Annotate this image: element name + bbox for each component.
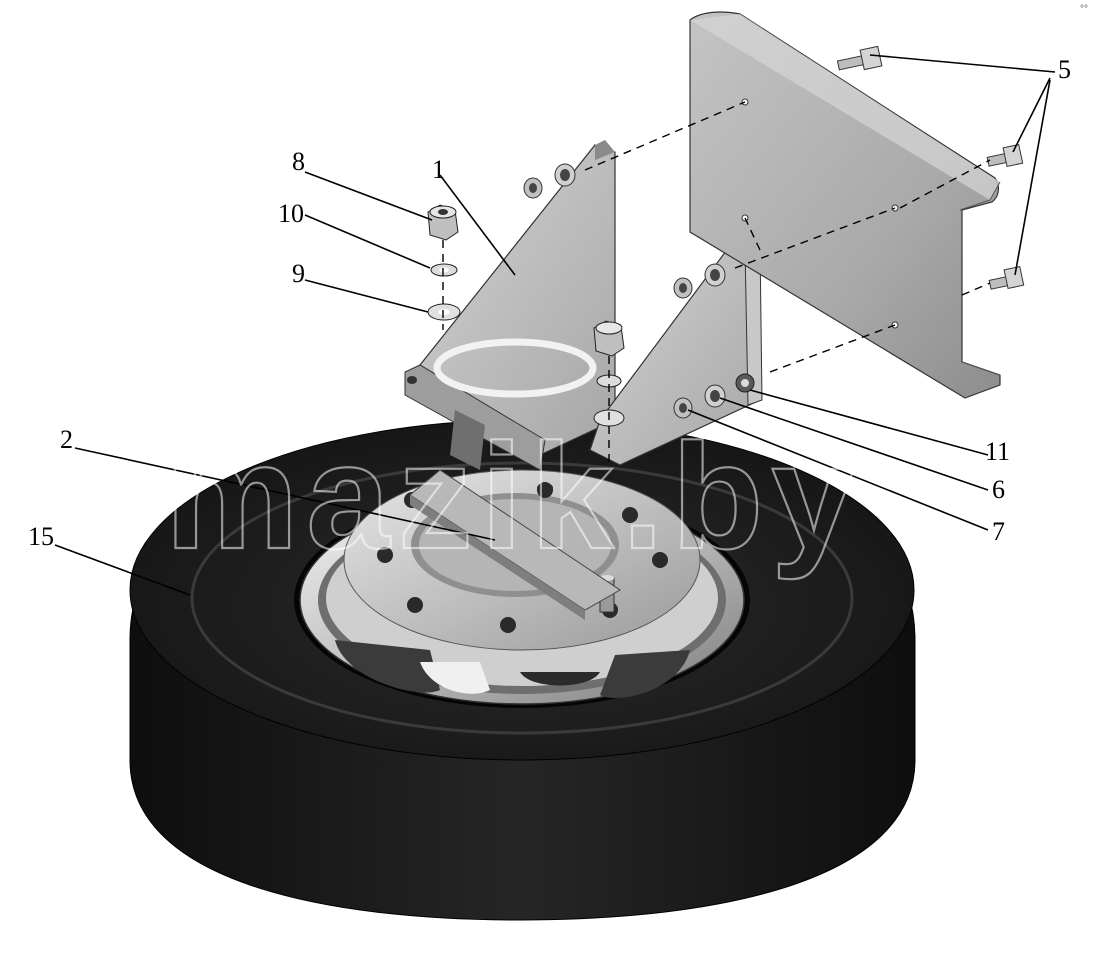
- bracket-left: [404, 140, 616, 493]
- wheel-rim: [299, 469, 745, 705]
- callout-2: 2: [60, 425, 73, 454]
- clamp-bar: [409, 469, 621, 620]
- watermark-text: mazik.by: [165, 412, 863, 580]
- callout-5: 5: [1058, 55, 1071, 84]
- bracket-right: [589, 232, 763, 466]
- callout-8: 8: [292, 147, 305, 176]
- bolt-middle: [986, 143, 1024, 168]
- callout-1: 1: [432, 155, 445, 184]
- assembly-lines: [442, 101, 991, 470]
- nut-right-upper-pair: [673, 263, 726, 299]
- callout-9: 9: [292, 259, 305, 288]
- callout-7: 7: [992, 517, 1005, 546]
- nut-right-lower-pair: [673, 384, 726, 419]
- leader-lines: [54, 54, 1056, 596]
- corner-mark: °°: [1080, 4, 1088, 15]
- callout-6: 6: [992, 475, 1005, 504]
- nut-upper-left-pair: [523, 163, 576, 199]
- washer-10: [430, 263, 458, 277]
- bolt-bottom: [988, 265, 1025, 290]
- callout-11: 11: [985, 437, 1010, 466]
- washer-9: [427, 303, 461, 321]
- callout-10: 10: [278, 199, 304, 228]
- callout-labels: 1 2 5 6 7 8 9 10 11 15: [28, 55, 1071, 551]
- callout-15: 15: [28, 522, 54, 551]
- nut-8: [427, 204, 459, 241]
- bolt-top: [836, 45, 883, 71]
